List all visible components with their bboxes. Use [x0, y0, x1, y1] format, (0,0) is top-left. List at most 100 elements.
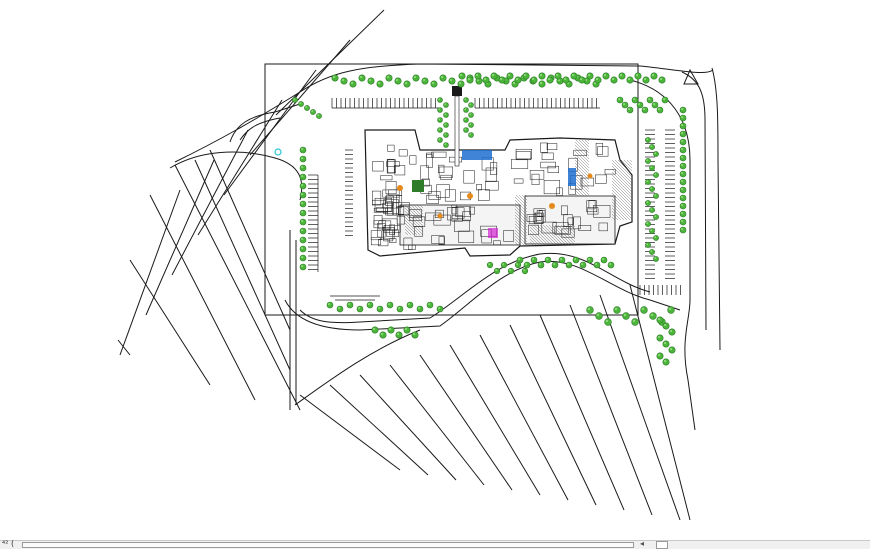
- hatch-stroke: [611, 204, 628, 221]
- site-frame: [264, 63, 639, 316]
- tree: [679, 146, 687, 154]
- room: [578, 225, 592, 231]
- room: [386, 161, 400, 167]
- hatch-line: [539, 314, 625, 511]
- tree: [546, 76, 554, 84]
- hatch-stroke: [404, 207, 424, 227]
- hatch-lines-southwest: [117, 9, 385, 411]
- room: [393, 202, 410, 216]
- tree: [411, 331, 419, 339]
- tree: [602, 72, 610, 80]
- tree: [395, 331, 403, 339]
- room: [598, 222, 608, 232]
- tree: [394, 77, 402, 85]
- room: [438, 166, 453, 178]
- tree: [658, 76, 666, 84]
- hatch-line: [119, 189, 181, 356]
- tree: [642, 76, 650, 84]
- room: [586, 200, 598, 213]
- tree: [656, 334, 664, 342]
- hatch-line: [569, 304, 653, 516]
- hatch-stroke: [587, 139, 590, 142]
- tree: [299, 245, 307, 253]
- tree: [645, 221, 651, 227]
- room: [485, 167, 497, 182]
- hatch-stroke: [611, 186, 633, 208]
- tree: [656, 106, 664, 114]
- tree: [463, 127, 469, 133]
- room: [513, 178, 524, 184]
- room: [588, 200, 596, 210]
- room: [485, 180, 499, 191]
- hatch-stroke: [419, 204, 424, 209]
- tree: [507, 267, 515, 275]
- hatch-line: [174, 164, 301, 411]
- hatch-stroke: [529, 226, 549, 246]
- room: [398, 149, 408, 157]
- hatch-line: [299, 394, 401, 471]
- tree: [662, 340, 670, 348]
- hatch-stroke: [611, 159, 633, 181]
- horizontal-scrollbar[interactable]: [22, 542, 634, 548]
- hatch-stroke: [404, 231, 409, 236]
- tree: [649, 144, 655, 150]
- tree: [443, 122, 449, 128]
- hatch-stroke: [404, 210, 424, 230]
- tree: [679, 114, 687, 122]
- tree: [371, 326, 379, 334]
- hatch-stroke: [514, 226, 528, 240]
- tree: [437, 137, 443, 143]
- hatch-stroke: [574, 156, 590, 172]
- tree: [679, 162, 687, 170]
- hatch-stroke: [529, 229, 546, 246]
- room: [412, 216, 426, 227]
- room: [403, 237, 413, 250]
- room: [454, 219, 470, 232]
- hatch-stroke: [574, 183, 588, 197]
- tree: [500, 261, 508, 269]
- tree: [376, 305, 384, 313]
- hatch-line: [197, 99, 283, 236]
- tree: [586, 256, 594, 264]
- hatch-stroke: [404, 219, 421, 236]
- hatch-stroke: [529, 241, 534, 246]
- tree: [661, 96, 669, 104]
- tree: [346, 301, 354, 309]
- tree: [646, 96, 654, 104]
- hatch-stroke: [574, 144, 590, 160]
- tree: [385, 74, 393, 82]
- hatch-stroke: [404, 222, 418, 236]
- tree: [636, 101, 644, 109]
- room: [540, 142, 548, 153]
- scroll-right-button[interactable]: [656, 541, 668, 549]
- tree: [645, 242, 651, 248]
- tree: [679, 186, 687, 194]
- tree: [662, 358, 670, 366]
- hatch-line: [449, 344, 541, 496]
- tree: [604, 318, 612, 326]
- room: [533, 212, 544, 224]
- room: [438, 236, 445, 245]
- tree: [530, 76, 538, 84]
- tree: [679, 226, 687, 234]
- model-tab[interactable]: ⁴² (: [2, 539, 15, 548]
- room: [478, 189, 490, 201]
- tree: [610, 76, 618, 84]
- tree: [457, 80, 465, 88]
- room: [386, 194, 400, 204]
- hatch-stroke: [617, 159, 633, 175]
- hatch-stroke: [514, 205, 528, 219]
- scroll-left-arrow-icon[interactable]: ◂: [640, 539, 645, 548]
- room: [526, 214, 538, 222]
- tree: [356, 305, 364, 313]
- room: [529, 170, 545, 180]
- room: [386, 158, 395, 174]
- tree: [443, 102, 449, 108]
- hatch-stroke: [574, 177, 590, 193]
- room: [382, 227, 395, 240]
- tree: [645, 158, 651, 164]
- tree: [463, 107, 469, 113]
- tree: [653, 235, 659, 241]
- room: [426, 154, 433, 168]
